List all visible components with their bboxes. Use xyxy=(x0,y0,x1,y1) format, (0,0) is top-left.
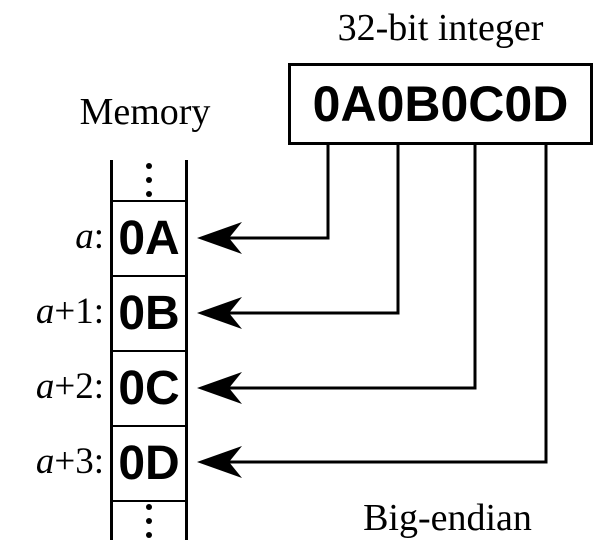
endianness-label: Big-endian xyxy=(363,497,532,539)
byte-value: 0A xyxy=(118,211,180,265)
arrow-byte-0A xyxy=(197,145,330,254)
memory-cell-a2: 0C xyxy=(113,350,185,425)
byte-value: 0C xyxy=(118,361,180,415)
byte-value: 0B xyxy=(118,286,180,340)
integer-box-title: 32-bit integer xyxy=(337,7,544,49)
address-label-a2: a+2: xyxy=(35,366,104,407)
byte-value: 0D xyxy=(118,436,180,490)
address-label-a: a: xyxy=(75,216,104,257)
memory-label: Memory xyxy=(79,91,211,133)
arrow-byte-0B xyxy=(197,145,400,329)
address-label-a1: a+1: xyxy=(35,291,104,332)
arrow-byte-0D xyxy=(197,145,548,478)
integer-hex-value: 0A0B0C0D xyxy=(312,76,569,132)
vertical-ellipsis-icon xyxy=(113,160,185,200)
memory-cell-a1: 0B xyxy=(113,275,185,350)
memory-cell-a: 0A xyxy=(113,200,185,275)
integer-box: 0A0B0C0D xyxy=(288,63,593,145)
memory-cell-a3: 0D xyxy=(113,425,185,500)
memory-column: 0A 0B 0C 0D xyxy=(110,160,188,540)
vertical-ellipsis-icon xyxy=(113,500,185,540)
address-label-a3: a+3: xyxy=(35,441,104,482)
arrow-byte-0C xyxy=(197,145,477,404)
